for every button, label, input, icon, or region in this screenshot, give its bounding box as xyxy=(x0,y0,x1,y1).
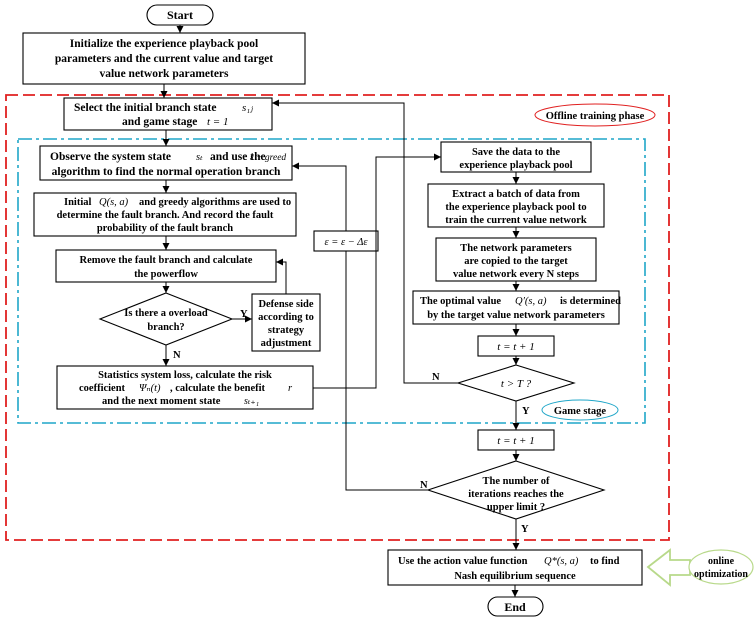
init-box xyxy=(22,32,306,85)
extract-line-3: train the current value network xyxy=(445,215,587,226)
observe-box xyxy=(39,145,293,181)
initial-line-1b: and greedy algorithms are used to xyxy=(139,197,291,208)
save-line-2: experience playback pool xyxy=(459,160,572,171)
offline-label-oval xyxy=(534,103,656,127)
select-line-1: Select the initial branch state xyxy=(74,102,216,114)
overload-line-2: branch? xyxy=(147,322,184,333)
overload-decision xyxy=(98,292,234,346)
stats-next-state-symbol: sₜ₊₁ xyxy=(244,396,259,407)
defense-line-2: according to xyxy=(258,312,314,323)
init-line-3: value network parameters xyxy=(99,68,229,80)
iter-line-2: iterations reaches the xyxy=(468,489,564,500)
optimal-line-1b: is determined xyxy=(560,296,621,307)
optimal-q-symbol: Q′(s, a) xyxy=(515,296,547,307)
stats-line-2a: coefficient xyxy=(79,383,126,394)
observe-state-symbol: sₜ xyxy=(196,152,203,163)
stats-psi-symbol: Ψₙ(t) xyxy=(139,383,161,394)
select-stage-symbol: t = 1 xyxy=(207,116,228,128)
remove-box xyxy=(55,249,277,283)
select-box xyxy=(63,97,273,131)
overload-yes-label: Y xyxy=(240,309,248,320)
select-state-symbol: s₁ⱼ xyxy=(242,102,253,114)
overload-line-1: Is there a overload xyxy=(124,308,208,319)
stats-line-2b: , calculate the benefit xyxy=(170,383,266,394)
iter-yes-label: Y xyxy=(521,524,529,535)
initial-q-symbol: Q(s, a) xyxy=(99,197,129,208)
init-line-1: Initialize the experience playback pool xyxy=(70,38,258,50)
game-stage-oval xyxy=(541,399,619,421)
epsilon-update-label: ε = ε − Δε xyxy=(324,237,368,248)
network-line-3: value network every N steps xyxy=(453,269,579,280)
game-stage-frame xyxy=(17,138,646,424)
t-increment-1: t = t + 1 xyxy=(497,341,534,353)
online-arrow-icon xyxy=(646,548,691,587)
stats-line-3: and the next moment state xyxy=(102,396,221,407)
online-line-1: online xyxy=(708,556,735,567)
initial-line-3: probability of the fault branch xyxy=(97,223,233,234)
observe-line-1b: and use the xyxy=(210,151,266,163)
observe-greed-symbol: ε − greed xyxy=(250,153,286,163)
end-label: End xyxy=(504,600,526,614)
network-line-1: The network parameters xyxy=(460,243,571,254)
iter-no-label: N xyxy=(420,480,428,491)
observe-line-1a: Observe the system state xyxy=(50,151,171,163)
extract-box xyxy=(427,183,605,228)
initial-line-2: determine the fault branch. And record t… xyxy=(57,210,274,221)
t-increment-2: t = t + 1 xyxy=(497,435,534,447)
extract-line-2: the experience playback pool to xyxy=(445,202,586,213)
defense-box xyxy=(251,293,321,352)
start-label: Start xyxy=(167,8,193,22)
extract-line-1: Extract a batch of data from xyxy=(452,189,580,200)
save-line-1: Save the data to the xyxy=(472,147,560,158)
initial-q-box xyxy=(33,192,297,237)
remove-line-1: Remove the fault branch and calculate xyxy=(80,255,253,266)
iter-line-1: The number of xyxy=(483,476,550,487)
optimal-line-2: by the target value network parameters xyxy=(427,310,605,321)
remove-line-2: the powerflow xyxy=(134,269,198,280)
online-line-2: optimization xyxy=(694,569,748,580)
network-line-2: are copied to the target xyxy=(464,256,568,267)
iter-line-3: upper limit ? xyxy=(487,502,545,513)
defense-line-4: adjustment xyxy=(261,338,312,349)
optimal-line-1a: The optimal value xyxy=(420,296,501,307)
t-condition-yes-label: Y xyxy=(522,406,530,417)
online-oval xyxy=(688,549,754,585)
init-line-2: parameters and the current value and tar… xyxy=(55,53,273,65)
select-line-2: and game stage xyxy=(122,116,197,128)
optimal-value-box xyxy=(412,290,620,325)
action-value-box xyxy=(387,549,643,586)
offline-label: Offline training phase xyxy=(546,111,645,122)
observe-line-2: algorithm to find the normal operation b… xyxy=(52,166,281,178)
t-condition-no-label: N xyxy=(432,372,440,383)
offline-training-frame xyxy=(5,94,670,541)
use-action-line-2: Nash equilibrium sequence xyxy=(454,571,576,582)
stats-line-1: Statistics system loss, calculate the ri… xyxy=(98,370,272,381)
stats-r-symbol: r xyxy=(288,383,293,394)
defense-line-1: Defense side xyxy=(258,299,313,310)
use-action-q-symbol: Q*(s, a) xyxy=(544,556,579,567)
game-stage-label: Game stage xyxy=(554,406,607,417)
initial-line-1a: Initial xyxy=(64,197,92,208)
connectors xyxy=(160,25,520,597)
t-condition-label: t > T ? xyxy=(501,378,532,390)
overload-no-label: N xyxy=(173,350,181,361)
statistics-box xyxy=(56,365,314,410)
use-action-line-1b: to find xyxy=(590,556,620,567)
defense-line-3: strategy xyxy=(268,325,305,336)
use-action-line-1a: Use the action value function xyxy=(398,556,528,567)
